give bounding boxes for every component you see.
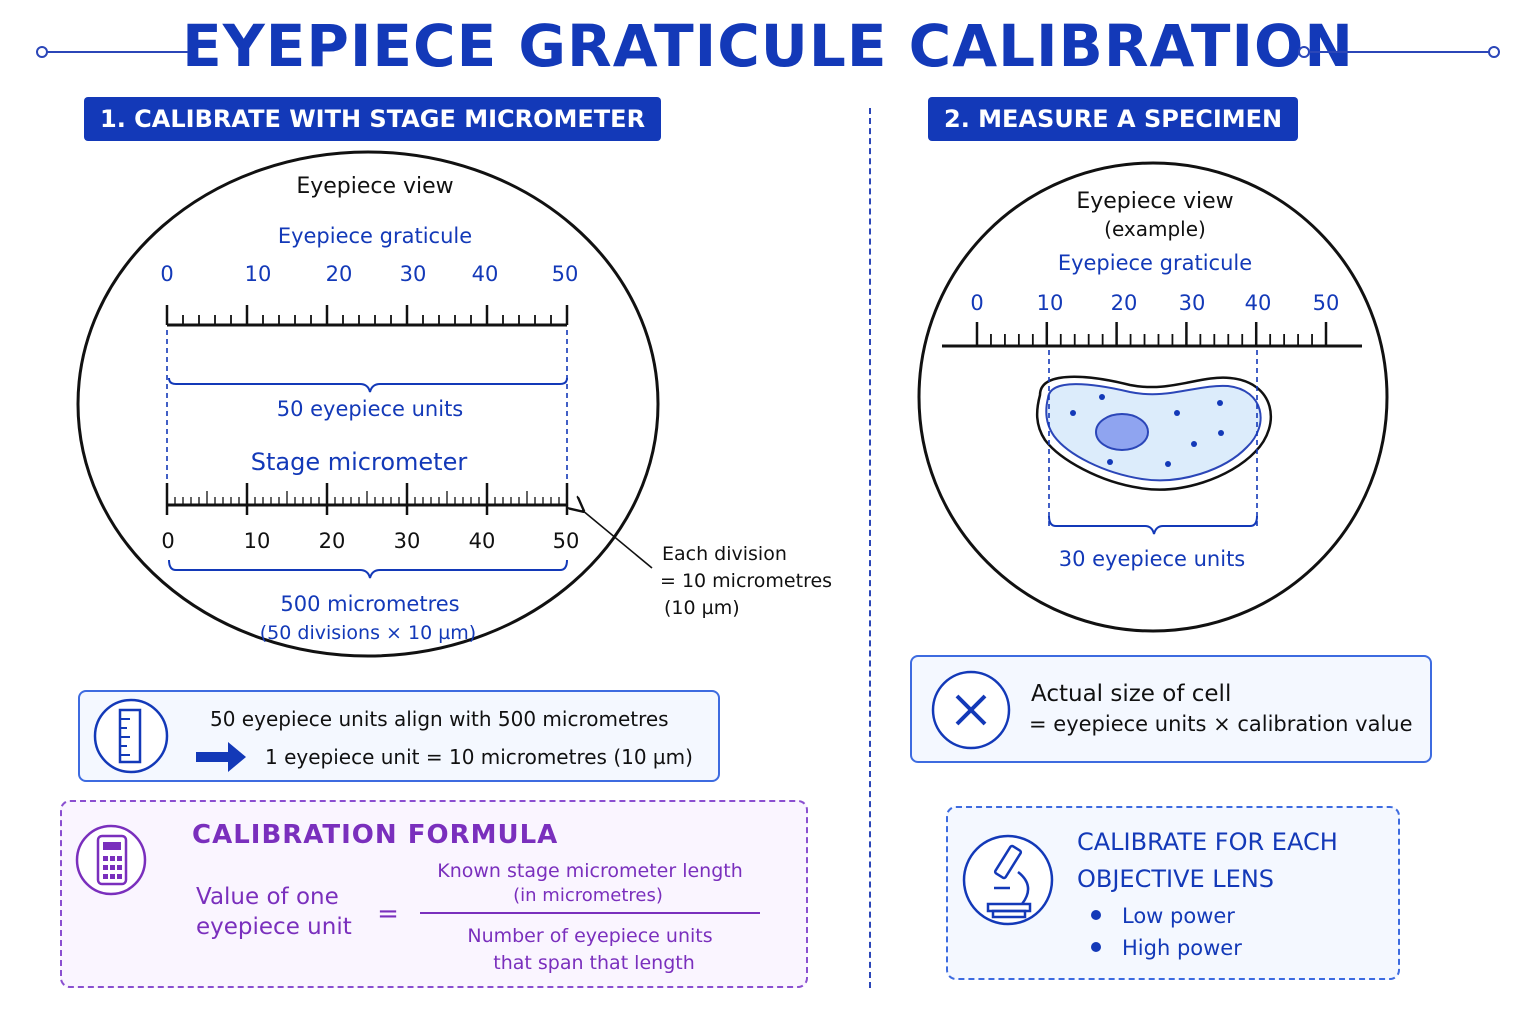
tip-heading-line1: CALIBRATE FOR EACH <box>1077 828 1338 856</box>
actual-size-box <box>910 655 1432 763</box>
graticule1-tick-label: 20 <box>326 262 353 286</box>
multiply-icon <box>931 670 1011 750</box>
callout-line1: Each division <box>662 543 787 565</box>
graticule1-tick-label: 10 <box>245 262 272 286</box>
stage-micrometer-scale <box>165 483 569 515</box>
title-rule-left-dot <box>36 46 48 58</box>
actual-size-line2: = eyepiece units × calibration value <box>1029 712 1413 736</box>
graticule2-tick-label: 20 <box>1111 291 1138 315</box>
cell-body <box>1045 383 1262 482</box>
span-label-1: 50 eyepiece units <box>277 397 464 421</box>
stage-tick-label: 30 <box>394 529 421 553</box>
title-rule-right <box>1306 51 1494 53</box>
callout-line2: = 10 micrometres <box>660 570 832 592</box>
view-title-2: Eyepiece view <box>1076 189 1233 214</box>
tip-heading-line2: OBJECTIVE LENS <box>1077 865 1274 893</box>
stage-tick-label: 20 <box>319 529 346 553</box>
bullet-icon <box>1091 942 1101 952</box>
graticule-label-1: Eyepiece graticule <box>278 224 472 248</box>
graticule2-tick-label: 0 <box>970 291 983 315</box>
callout-line3: (10 µm) <box>664 597 740 619</box>
graticule-scale-2 <box>942 322 1362 348</box>
stage-span-line1: 500 micrometres <box>280 592 459 616</box>
measure-label: 30 eyepiece units <box>1059 547 1246 571</box>
stage-micrometer-label: Stage micrometer <box>251 448 468 476</box>
formula-lhs-line1: Value of one <box>196 884 339 910</box>
formula-lhs-line2: eyepiece unit <box>196 914 352 940</box>
ruler-icon <box>93 698 169 774</box>
calculator-icon <box>75 824 147 896</box>
stage-tick-label: 50 <box>553 529 580 553</box>
eyepiece-view-circle-1 <box>76 150 660 658</box>
calibration-result-box <box>78 690 720 782</box>
cell-nucleus <box>1095 413 1149 451</box>
calibration-formula-box <box>60 800 808 988</box>
actual-size-line1: Actual size of cell <box>1031 681 1231 707</box>
bullet-icon <box>1091 910 1101 920</box>
formula-equals: = <box>377 899 399 929</box>
formula-numerator-line1: Known stage micrometer length <box>437 860 743 882</box>
graticule2-tick-label: 30 <box>1179 291 1206 315</box>
graticule1-tick-label: 30 <box>400 262 427 286</box>
formula-denominator-line2: that span that length <box>493 952 695 974</box>
graticule-scale-1 <box>165 305 569 327</box>
title-rule-left <box>42 51 188 53</box>
section2-tag: 2. MEASURE A SPECIMEN <box>928 97 1299 141</box>
title-rule-right-dot-a <box>1298 46 1310 58</box>
graticule2-tick-label: 50 <box>1313 291 1340 315</box>
arrow-right-icon <box>196 742 246 772</box>
division-callout-arrow <box>582 510 653 569</box>
formula-heading: CALIBRATION FORMULA <box>192 820 558 850</box>
view-subtitle-2: (example) <box>1104 217 1206 241</box>
graticule-label-2: Eyepiece graticule <box>1058 251 1252 275</box>
cell-granules <box>1070 394 1224 467</box>
stage-tick-label: 10 <box>244 529 271 553</box>
section-divider <box>869 108 871 988</box>
section1-tag: 1. CALIBRATE WITH STAGE MICROMETER <box>84 97 662 141</box>
graticule1-tick-label: 50 <box>552 262 579 286</box>
graticule2-tick-label: 10 <box>1037 291 1064 315</box>
formula-denominator-line1: Number of eyepiece units <box>467 925 712 947</box>
stage-span-line2: (50 divisions × 10 µm) <box>260 622 476 644</box>
graticule1-tick-label: 0 <box>160 262 173 286</box>
page-title: EYEPIECE GRATICULE CALIBRATION <box>182 12 1354 80</box>
title-rule-right-dot-b <box>1488 46 1500 58</box>
tip-item: High power <box>1122 936 1242 960</box>
tip-item: Low power <box>1122 904 1235 928</box>
view-title-1: Eyepiece view <box>296 174 453 199</box>
graticule1-tick-label: 40 <box>472 262 499 286</box>
result-line2: 1 eyepiece unit = 10 micrometres (10 µm) <box>265 745 693 769</box>
stage-tick-label: 40 <box>469 529 496 553</box>
span-brace-1 <box>168 377 568 393</box>
graticule2-tick-label: 40 <box>1245 291 1272 315</box>
cell-outer-membrane <box>1035 375 1273 491</box>
stage-tick-label: 0 <box>161 529 174 553</box>
measure-brace <box>1048 515 1258 535</box>
formula-numerator-line2: (in micrometres) <box>513 885 663 906</box>
span-brace-2 <box>168 559 568 579</box>
result-line1: 50 eyepiece units align with 500 microme… <box>210 707 669 731</box>
microscope-icon <box>962 834 1054 926</box>
